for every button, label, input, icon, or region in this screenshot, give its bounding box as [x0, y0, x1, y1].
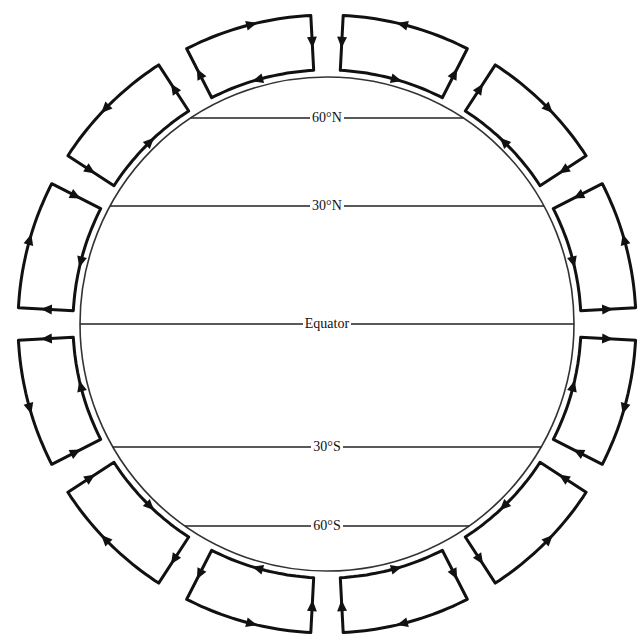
flow-arrowhead	[24, 402, 34, 414]
circulation-cell	[465, 462, 586, 583]
flow-arrowhead	[567, 381, 577, 393]
earth-circle	[80, 77, 574, 571]
flow-arrowhead	[77, 381, 87, 393]
flow-arrowhead	[337, 600, 347, 611]
flow-arrowhead	[143, 499, 154, 510]
circulation-cells	[18, 15, 635, 632]
circulation-cell	[465, 65, 586, 186]
circulation-cell	[553, 337, 635, 464]
circulation-cell	[187, 15, 314, 97]
flow-arrowhead	[252, 74, 264, 84]
flow-arrowhead	[337, 37, 347, 48]
flow-arrowhead	[559, 475, 571, 485]
flow-arrowhead	[473, 552, 483, 564]
circulation-cell	[18, 184, 100, 311]
flow-arrowhead	[245, 617, 257, 627]
flow-arrowhead	[77, 256, 87, 268]
latitude-label: 30°S	[311, 439, 342, 455]
circulation-cell	[68, 462, 189, 583]
circulation-cell	[340, 550, 467, 632]
flow-arrowhead	[621, 402, 631, 414]
flow-arrowhead	[621, 234, 631, 246]
flow-arrowhead	[171, 84, 181, 96]
flow-arrowhead	[197, 69, 207, 81]
flow-arrowhead	[559, 163, 571, 173]
flow-arrowhead	[307, 600, 317, 611]
latitude-label: Equator	[303, 316, 351, 332]
circulation-cell	[340, 15, 467, 97]
flow-arrowhead	[171, 552, 181, 564]
flow-arrowhead	[500, 499, 511, 510]
flow-arrowhead	[24, 234, 34, 246]
flow-arrowhead	[252, 565, 264, 575]
flow-arrowhead	[143, 138, 154, 149]
flow-arrowhead	[573, 450, 585, 460]
flow-arrowhead	[101, 102, 112, 113]
circulation-cell	[18, 337, 100, 464]
flow-arrowhead	[602, 333, 613, 343]
flow-arrowhead	[567, 256, 577, 268]
flow-arrowhead	[500, 138, 511, 149]
flow-arrowhead	[573, 189, 585, 199]
flow-arrowhead	[245, 21, 257, 31]
flow-arrowhead	[473, 84, 483, 96]
latitude-label: 30°N	[310, 198, 344, 214]
latitude-label: 60°N	[310, 110, 344, 126]
flow-arrowhead	[397, 617, 409, 627]
flow-arrowhead	[602, 305, 613, 315]
latitude-label: 60°S	[311, 518, 342, 534]
circulation-cell	[553, 184, 635, 311]
flow-arrowhead	[197, 567, 207, 579]
flow-arrowhead	[307, 37, 317, 48]
flow-arrowhead	[83, 475, 95, 485]
flow-arrowhead	[390, 74, 402, 84]
circulation-cell	[187, 550, 314, 632]
flow-arrowhead	[390, 565, 402, 575]
flow-arrowhead	[397, 21, 409, 31]
flow-arrowhead	[69, 189, 81, 199]
flow-arrowhead	[542, 102, 553, 113]
flow-arrowhead	[69, 450, 81, 460]
flow-arrowhead	[101, 535, 112, 546]
flow-arrowhead	[41, 333, 52, 343]
flow-arrowhead	[448, 567, 458, 579]
circulation-cell	[68, 65, 189, 186]
latitude-lines	[80, 118, 574, 526]
flow-arrowhead	[448, 69, 458, 81]
flow-arrowhead	[542, 535, 553, 546]
flow-arrowhead	[41, 305, 52, 315]
flow-arrowhead	[83, 163, 95, 173]
